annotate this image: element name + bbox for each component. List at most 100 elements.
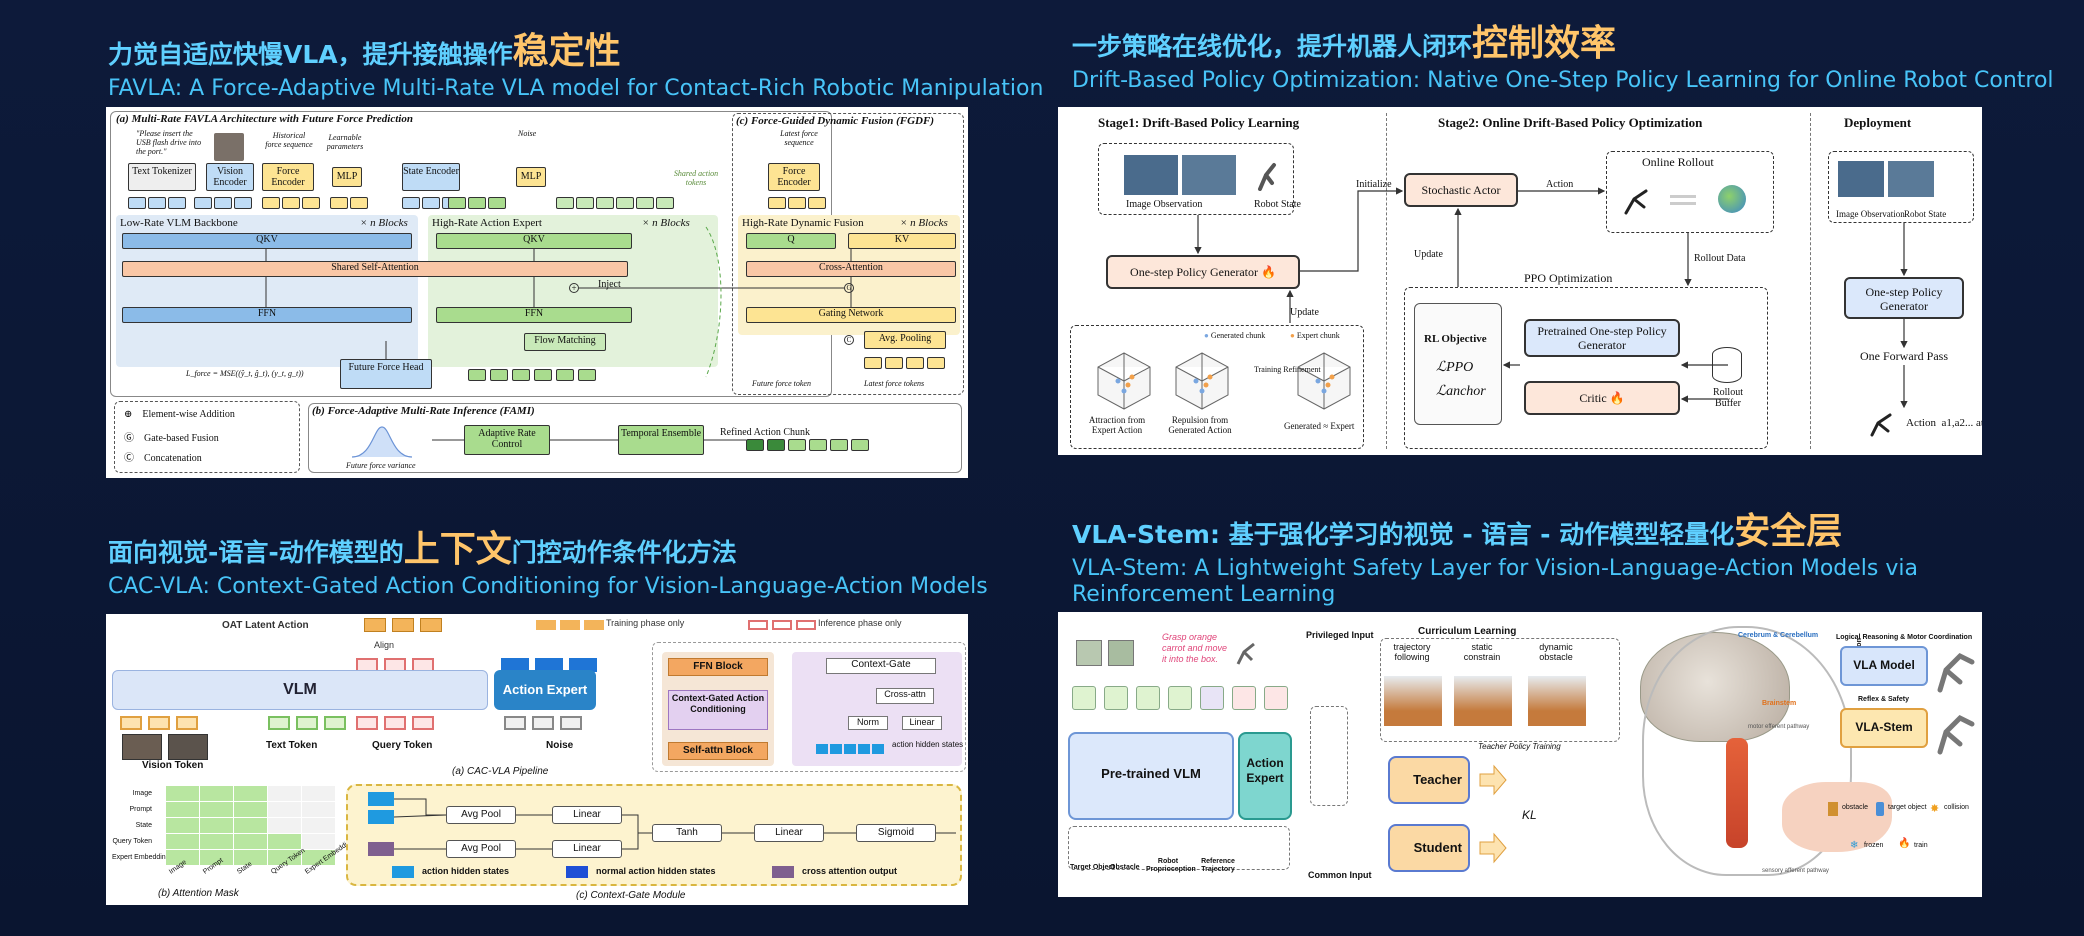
dbpo-arrows bbox=[1194, 187, 1908, 409]
temporal-ensemble: Temporal Ensemble bbox=[618, 425, 704, 455]
section-c-frame bbox=[732, 113, 964, 395]
text-token bbox=[168, 197, 186, 209]
deploy-gen: One-step Policy Generator bbox=[1844, 277, 1964, 319]
ppo-label: PPO Optimization bbox=[1524, 271, 1613, 285]
section-b-title: (b) Force-Adaptive Multi-Rate Inference … bbox=[312, 405, 535, 417]
mask-cell bbox=[234, 802, 267, 817]
flow-matching: Flow Matching bbox=[524, 333, 606, 351]
cao-input bbox=[368, 842, 394, 856]
critic-box: Critic 🔥 bbox=[1524, 381, 1680, 415]
loss-formula: L_force = MSE((ŷ_t, ĝ_t), (y_t, g_t)) bbox=[186, 369, 304, 378]
mask-cell bbox=[302, 802, 335, 817]
rollout-buffer-label: Rollout Buffer bbox=[1712, 387, 1743, 409]
mask-cell bbox=[234, 834, 267, 849]
expert-out-token bbox=[534, 369, 552, 381]
target-icon bbox=[1876, 802, 1884, 816]
future-var-label: Future force variance bbox=[346, 461, 416, 470]
drift-cube bbox=[1097, 352, 1151, 410]
force-encoder: Force Encoder bbox=[262, 163, 314, 191]
vlastem-figure: Grasp orange carrot and move it into the… bbox=[1058, 612, 1982, 897]
divider-1 bbox=[1386, 113, 1387, 449]
inject-label: Inject bbox=[598, 279, 621, 290]
obstacle-label: Obstacle bbox=[1110, 864, 1140, 871]
mask-cell bbox=[200, 834, 233, 849]
adaptive-rate: Adaptive Rate Control bbox=[464, 425, 550, 455]
mask-cell bbox=[302, 834, 335, 849]
tanh-box: Tanh bbox=[652, 824, 722, 842]
mask-cell bbox=[166, 786, 199, 801]
mlp-box: MLP bbox=[332, 167, 362, 187]
shared-action-token bbox=[616, 197, 634, 209]
mask-cell bbox=[302, 850, 335, 865]
common-input-label: Common Input bbox=[1308, 870, 1372, 880]
privileged-stack bbox=[1310, 706, 1348, 806]
mask-cell bbox=[234, 786, 267, 801]
low-rate-label: Low-Rate VLM Backbone bbox=[120, 217, 238, 229]
query-token-box bbox=[356, 716, 378, 730]
obstacle-icon bbox=[1828, 802, 1838, 816]
q-box: Q bbox=[746, 233, 836, 249]
ffn-box-2: FFN bbox=[436, 307, 632, 323]
action-token bbox=[468, 197, 486, 209]
avg-pool-2: Avg Pool bbox=[446, 840, 516, 858]
expert-out-token bbox=[578, 369, 596, 381]
curriculum-label: Curriculum Learning bbox=[1418, 626, 1517, 637]
force-encoder-2: Force Encoder bbox=[768, 163, 820, 191]
query-token-box bbox=[412, 716, 434, 730]
n-blocks-3: × n Blocks bbox=[900, 217, 948, 229]
title-highlight: 稳定性 bbox=[512, 31, 621, 72]
vla-stem-box: VLA-Stem bbox=[1840, 708, 1928, 748]
pipeline-caption: (a) CAC-VLA Pipeline bbox=[452, 766, 549, 777]
deploy-robot-state: Robot State bbox=[1904, 209, 1947, 219]
head-outline bbox=[1642, 626, 1852, 876]
legend-cao: cross attention output bbox=[802, 866, 897, 876]
teacher-box: Teacher bbox=[1388, 756, 1470, 804]
vision-token bbox=[194, 197, 212, 209]
noise-token-box bbox=[504, 716, 526, 730]
linear-1: Linear bbox=[552, 806, 622, 824]
add-icon: + bbox=[569, 283, 579, 293]
qkv-box-1: QKV bbox=[122, 233, 412, 249]
n-blocks-1: × n Blocks bbox=[360, 217, 408, 229]
drift-cube bbox=[1297, 352, 1351, 410]
vision-token-label: Vision Token bbox=[142, 760, 204, 771]
robot-arm-img bbox=[1234, 640, 1260, 666]
motor-label: motor efferent pathway bbox=[1748, 724, 1810, 730]
common-input-box bbox=[1068, 826, 1290, 870]
mask-row-label: Image bbox=[132, 790, 152, 797]
pretrained-gen: Pretrained One-step Policy Generator bbox=[1524, 319, 1680, 357]
expert-out-token bbox=[468, 369, 486, 381]
mlp-box-2: MLP bbox=[516, 167, 546, 187]
title-highlight: 上下文 bbox=[403, 529, 512, 570]
action-token bbox=[488, 197, 506, 209]
gen-chunk-legend: ● Generated chunk bbox=[1204, 331, 1266, 340]
force-token bbox=[302, 197, 320, 209]
input-token bbox=[1200, 686, 1224, 710]
context-gate-box: Context-Gate bbox=[826, 658, 936, 674]
training-only-label: Training phase only bbox=[606, 618, 685, 628]
stage1-title: Stage1: Drift-Based Policy Learning bbox=[1098, 115, 1300, 130]
obs-box bbox=[1098, 143, 1294, 215]
update-label-2: Update bbox=[1290, 307, 1319, 318]
sigmoid-box: Sigmoid bbox=[856, 824, 936, 842]
drift-box bbox=[1070, 325, 1364, 449]
pretrained-vlm: Pre-trained VLM bbox=[1068, 732, 1234, 820]
logic-label: Logical Reasoning & Motor Coordination bbox=[1836, 634, 1973, 641]
legend-ahs: action hidden states bbox=[422, 866, 510, 876]
n-blocks-2: × n Blocks bbox=[642, 217, 690, 229]
vlm-box: VLM bbox=[112, 670, 488, 710]
rl-objective-scroll bbox=[1414, 303, 1502, 425]
title-highlight: 控制效率 bbox=[1472, 23, 1617, 64]
mask-cell bbox=[166, 834, 199, 849]
panel-title-en: Drift-Based Policy Optimization: Native … bbox=[1072, 68, 2054, 93]
learnable-token bbox=[330, 197, 348, 209]
collision-icon: ✸ bbox=[1930, 803, 1940, 815]
variance-curve bbox=[352, 426, 412, 458]
attraction-label: Attraction from Expert Action bbox=[1088, 415, 1146, 435]
online-rollout-label: Online Rollout bbox=[1642, 155, 1714, 169]
shared-action-token bbox=[656, 197, 674, 209]
static-label: static constrain bbox=[1463, 642, 1501, 662]
section-a-title: (a) Multi-Rate FAVLA Architecture with F… bbox=[116, 113, 413, 125]
fusion-label: High-Rate Dynamic Fusion bbox=[742, 217, 864, 229]
l-anchor: ℒanchor bbox=[1436, 384, 1486, 399]
